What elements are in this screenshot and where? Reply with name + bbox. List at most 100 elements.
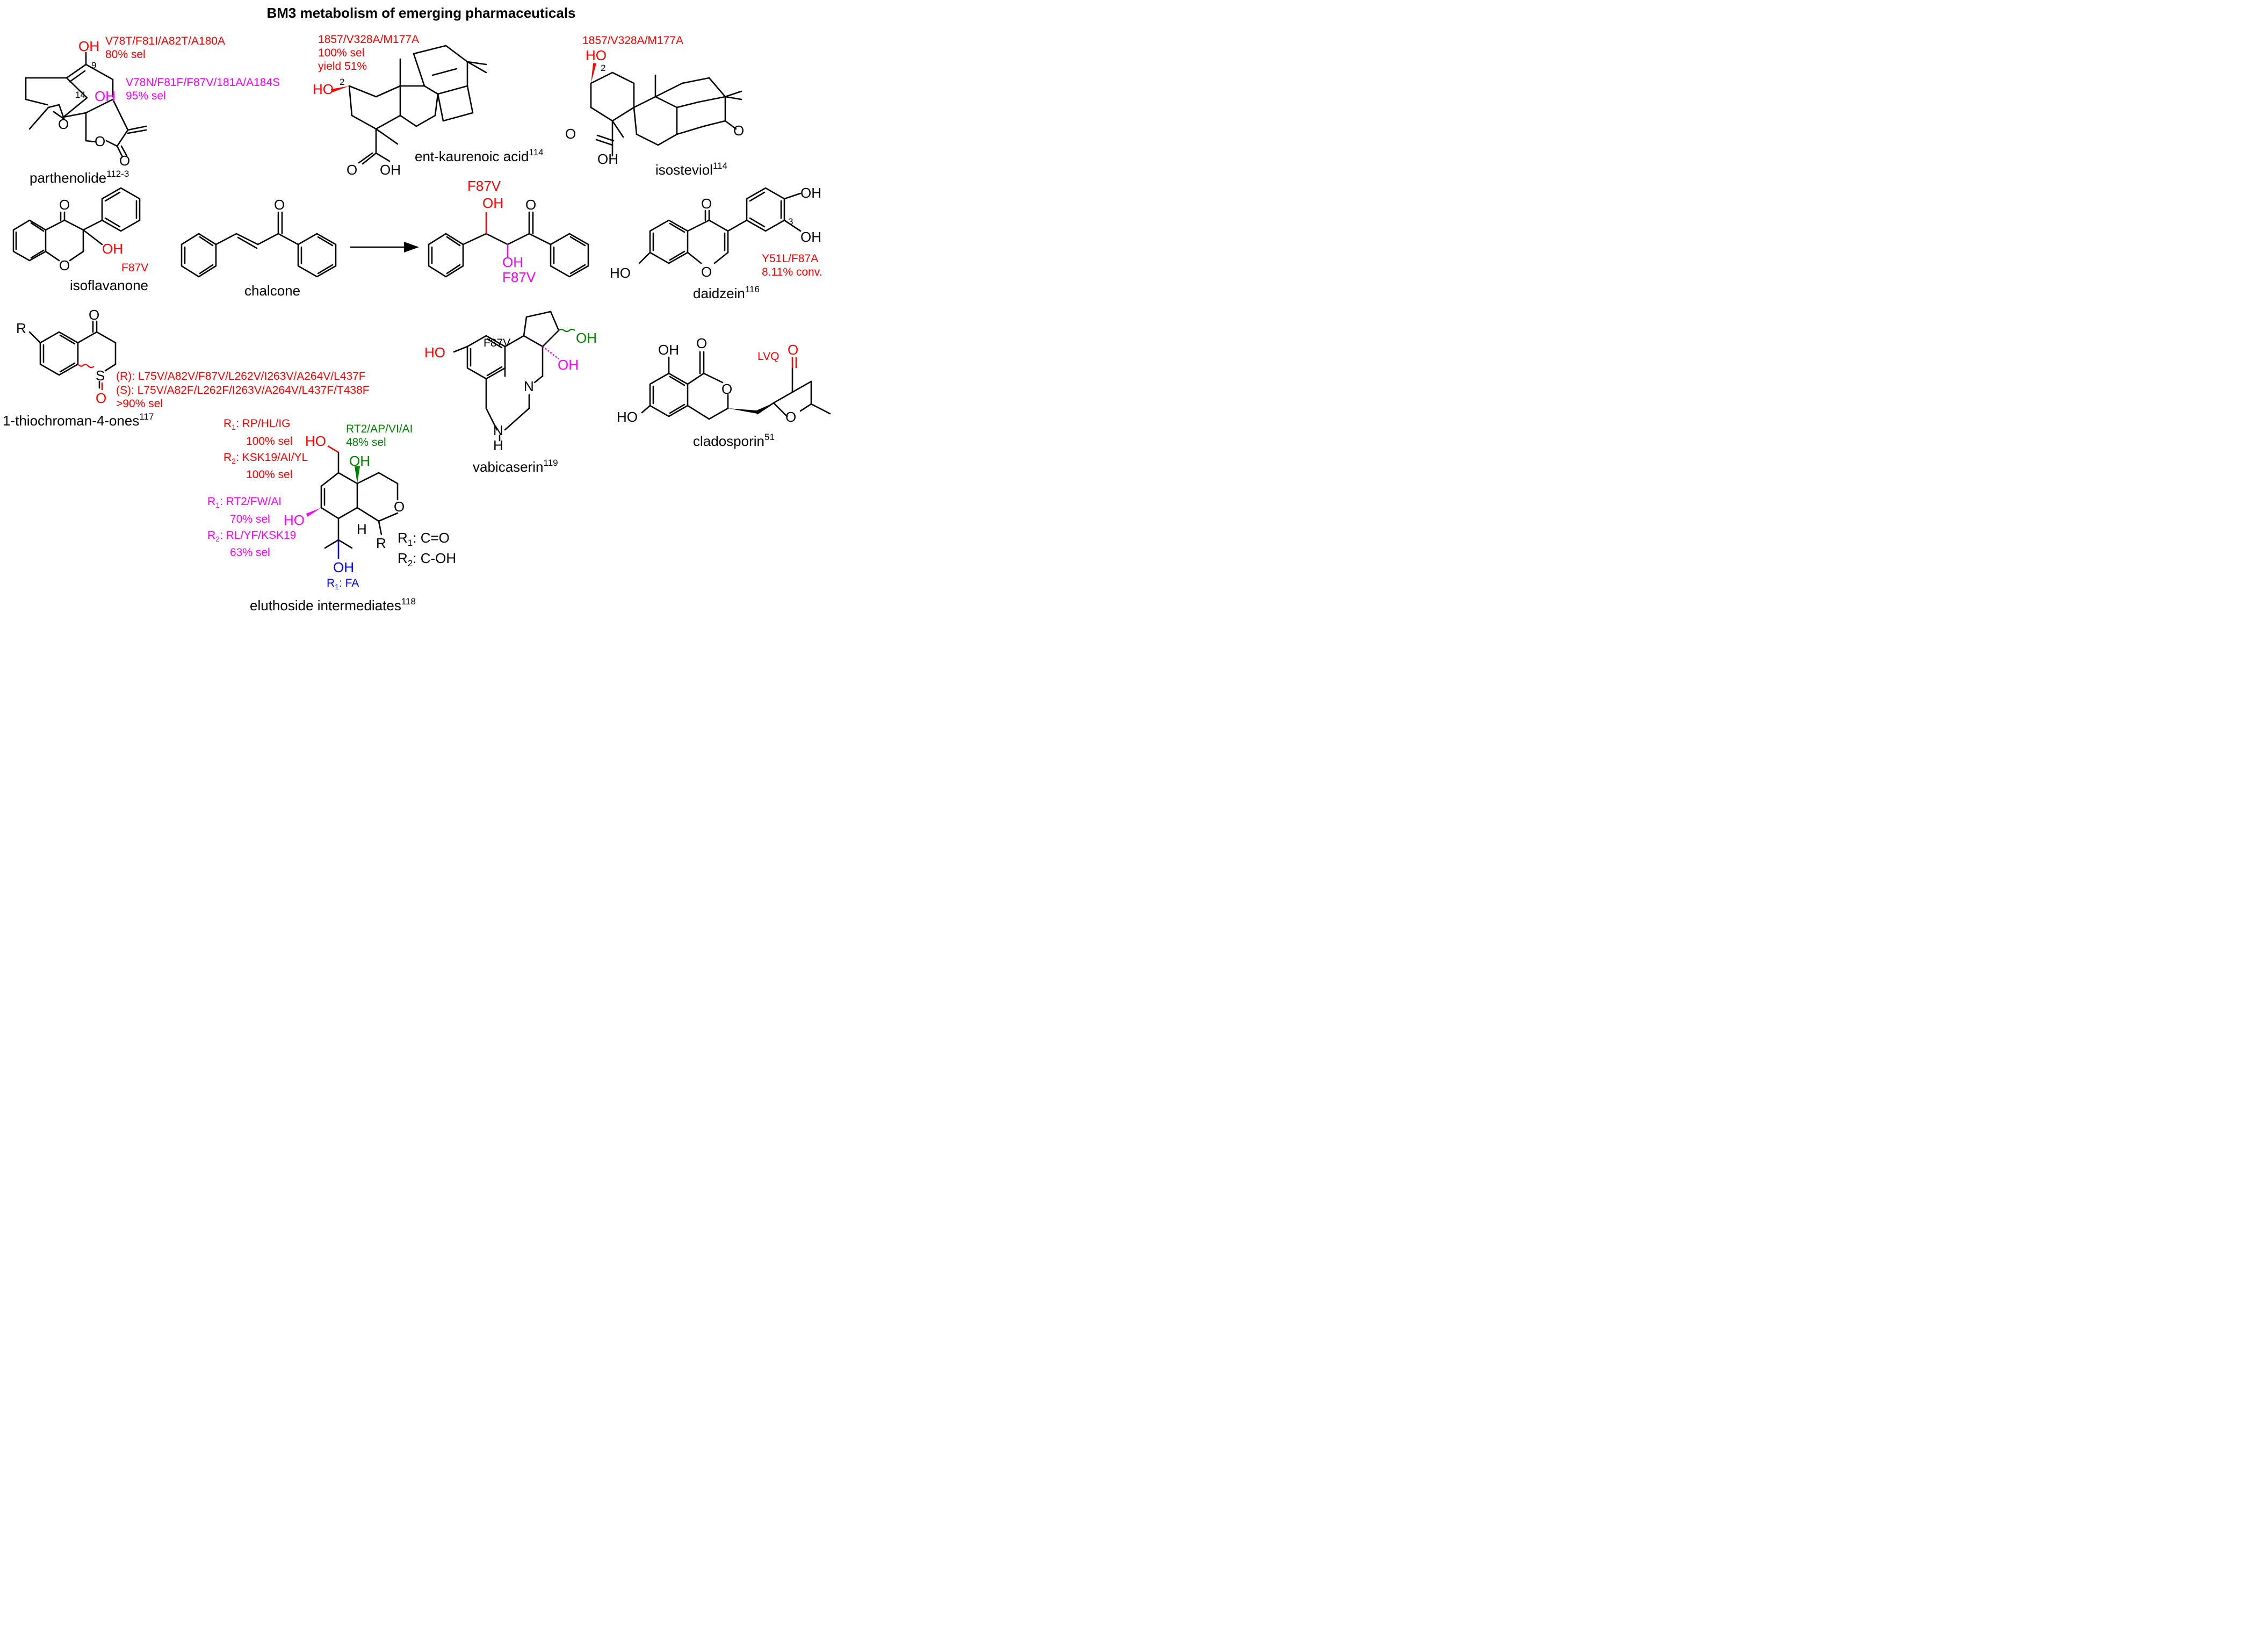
chalcone-structure xyxy=(181,211,337,278)
parthenolide-label: parthenolide112-3 xyxy=(30,169,129,186)
cladosporin-structure xyxy=(641,351,831,420)
eluthoside-r: R xyxy=(376,535,386,551)
eluthoside-ho-magenta: HO xyxy=(284,512,305,528)
cladosporin-ho: HO xyxy=(617,409,638,425)
parthenolide-mut-14: V78N/F81F/F87V/181A/A184S xyxy=(126,76,280,89)
vabicaserin-n: N xyxy=(524,378,534,394)
isosteviol-mut: 1857/V328A/M177A xyxy=(582,34,683,47)
parthenolide-carbonyl-o: O xyxy=(119,153,130,169)
isoflavanone-ring-o: O xyxy=(59,257,70,273)
thiochromanone-mut-r: (R): L75V/A82V/F87V/L262V/I263V/A264V/L4… xyxy=(116,370,366,383)
kaurenoic-yield: yield 51% xyxy=(318,60,367,73)
isoflavanone-oh: OH xyxy=(102,241,123,257)
daidzein-structure xyxy=(638,187,802,264)
daidzein-oh-4: OH xyxy=(800,185,821,201)
eluthoside-blue: R1: FA xyxy=(327,577,359,591)
chalcone-product-structure xyxy=(428,211,589,278)
eluthoside-r2-def: R2: C-OH xyxy=(398,550,456,568)
cladosporin-wedge-2 xyxy=(755,403,774,414)
thiochromanone-r: R xyxy=(16,320,26,336)
daidzein-ho: HO xyxy=(610,265,631,281)
thiochromanone-so-o: O xyxy=(96,390,106,406)
eluthoside-mag-r2: R2: RL/YF/KSK19 xyxy=(207,529,296,543)
chalcone-o: O xyxy=(274,197,285,213)
eluthoside-red-r1-sel: 100% sel xyxy=(246,435,292,448)
thiochromanone-carbonyl-o: O xyxy=(89,307,99,323)
vabicaserin-wavy-bond xyxy=(558,328,575,333)
cladosporin-wedge-1 xyxy=(728,408,757,414)
vabicaserin-oh-green: OH xyxy=(576,330,597,346)
vabicaserin-structure xyxy=(453,311,560,442)
parthenolide-oh-9: OH xyxy=(78,38,99,54)
kaurenoic-label: ent-kaurenoic acid114 xyxy=(415,147,544,164)
parthenolide-epoxide-o: O xyxy=(58,116,69,132)
chalcone-product-oh-top: OH xyxy=(482,195,503,211)
parthenolide-sel-9: 80% sel xyxy=(105,48,146,61)
kaurenoic-oh: OH xyxy=(380,162,401,178)
daidzein-mut: Y51L/F87A xyxy=(762,253,818,265)
kaurenoic-sel: 100% sel xyxy=(318,47,364,59)
isoflavanone-mut: F87V xyxy=(121,262,148,274)
parthenolide-oh-14: OH xyxy=(95,88,116,104)
cladosporin-lactone-o: O xyxy=(696,335,707,351)
parthenolide-sel-14: 95% sel xyxy=(126,90,166,102)
eluthoside-structure xyxy=(320,451,399,549)
isosteviol-structure xyxy=(590,71,742,157)
isosteviol-ho: HO xyxy=(586,47,607,63)
daidzein-pos: 3 xyxy=(788,217,793,227)
parthenolide-pos-14: 14 xyxy=(75,90,85,100)
thiochromanone-structure xyxy=(28,320,117,389)
eluthoside-mag-r1-sel: 70% sel xyxy=(230,513,270,525)
thiochromanone-label: 1-thiochroman-4-ones117 xyxy=(3,412,154,429)
eluthoside-red-r2: R2: KSK19/AI/YL xyxy=(223,451,308,465)
eluthoside-red-r2-sel: 100% sel xyxy=(246,468,292,481)
daidzein-label: daidzein116 xyxy=(693,284,760,301)
kaurenoic-wedge xyxy=(331,86,349,92)
daidzein-oh-3: OH xyxy=(800,229,821,245)
isosteviol-carbonyl-o: O xyxy=(565,126,576,142)
vabicaserin-oh-magenta: OH xyxy=(558,357,579,373)
parthenolide-pos-9: 9 xyxy=(91,60,96,70)
daidzein-conv: 8.11% conv. xyxy=(762,266,822,278)
chalcone-label: chalcone xyxy=(244,283,300,299)
chalcone-product-mut-bottom: F87V xyxy=(502,269,536,285)
eluthoside-magenta-wedge xyxy=(306,508,321,517)
parthenolide-structure xyxy=(25,52,147,158)
isoflavanone-label: isoflavanone xyxy=(70,277,148,293)
eluthoside-green-wedge xyxy=(355,466,360,484)
vabicaserin-mut: F87V xyxy=(483,337,510,349)
eluthoside-ch2oh-bond xyxy=(327,445,339,453)
eluthoside-red-r1: R1: RP/HL/IG xyxy=(223,417,291,431)
vabicaserin-nh: N xyxy=(493,422,503,438)
thiochromanone-s: S xyxy=(96,367,105,384)
figure: BM3 metabolism of emerging pharmaceutica… xyxy=(3,5,831,614)
parthenolide-mut-9: V78T/F81I/A82T/A180A xyxy=(105,35,225,47)
vabicaserin-h: H xyxy=(493,437,503,453)
kaurenoic-pos: 2 xyxy=(340,77,344,87)
cladosporin-ring-o: O xyxy=(721,381,732,397)
isoflavanone-structure xyxy=(12,187,141,262)
kaurenoic-ho: HO xyxy=(313,81,334,97)
daidzein-carbonyl-o: O xyxy=(701,196,712,212)
eluthoside-label: eluthoside intermediates118 xyxy=(250,596,416,614)
vabicaserin-label: vabicaserin119 xyxy=(473,458,558,475)
isosteviol-oh: OH xyxy=(597,151,618,167)
kaurenoic-mut: 1857/V328A/M177A xyxy=(318,33,419,46)
isosteviol-label: isosteviol114 xyxy=(655,161,727,178)
isosteviol-pos: 2 xyxy=(601,63,605,73)
cladosporin-ketone-o: O xyxy=(788,342,798,358)
thiochromanone-mut-s: (S): L75V/A82F/L262F/I263V/A264V/L437F/T… xyxy=(116,384,370,396)
isosteviol-ketone-o: O xyxy=(733,122,744,139)
daidzein-ring-o: O xyxy=(701,264,712,280)
chalcone-product-mut-top: F87V xyxy=(467,178,501,194)
eluthoside-mag-r2-sel: 63% sel xyxy=(230,546,270,559)
vabicaserin-hashed-bond xyxy=(542,345,559,360)
vabicaserin-ho: HO xyxy=(424,344,445,360)
eluthoside-oh-green: OH xyxy=(349,453,370,469)
figure-title: BM3 metabolism of emerging pharmaceutica… xyxy=(266,5,575,21)
thiochromanone-sel: >90% sel xyxy=(116,398,163,410)
eluthoside-h: H xyxy=(357,521,367,537)
cladosporin-label: cladosporin51 xyxy=(693,432,775,449)
reaction-arrow xyxy=(350,242,419,253)
chalcone-product-oh-bottom: OH xyxy=(502,254,523,270)
